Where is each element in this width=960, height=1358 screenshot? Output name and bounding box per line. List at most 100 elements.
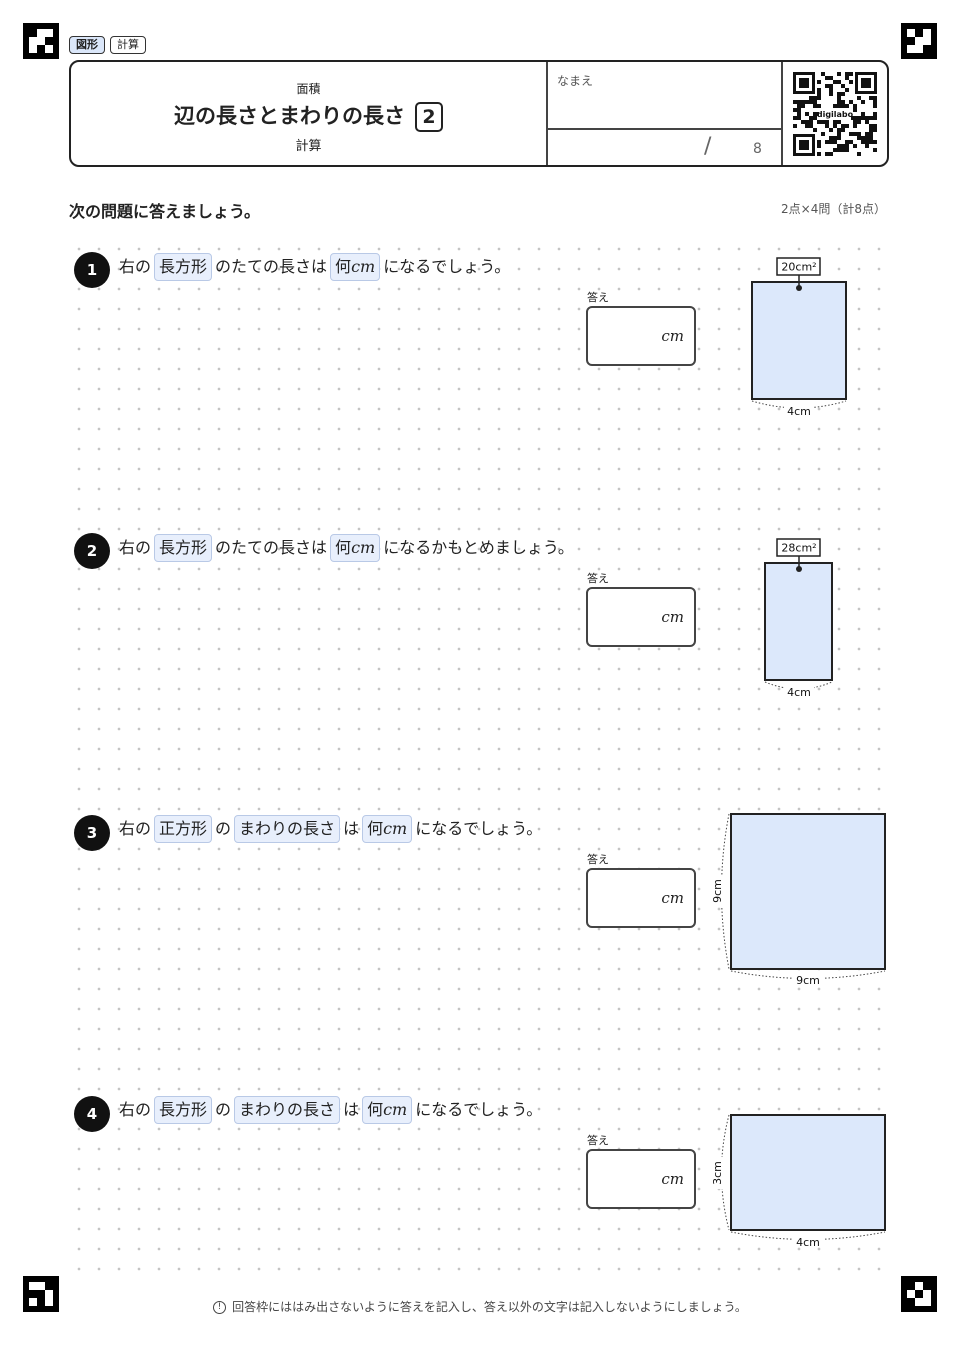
highlight-term: 長方形 (154, 1096, 213, 1124)
qr-module (873, 148, 877, 152)
qr-module (813, 100, 817, 104)
corner-marker-bottom-left (23, 1276, 59, 1312)
qr-module (829, 92, 833, 96)
qr-module (833, 80, 837, 84)
area-label: 28cm² (781, 542, 816, 555)
points-info: 2点×4問（計8点） (781, 202, 886, 216)
highlight-term: まわりの長さ (234, 815, 341, 843)
qr-module (825, 140, 829, 144)
qr-module (797, 104, 801, 108)
square-figure: 9cm 9cm (711, 813, 886, 987)
answer-box[interactable]: cm (586, 587, 696, 647)
qr-module (833, 120, 837, 124)
unit-text: cm (383, 1100, 408, 1119)
qr-module (849, 80, 853, 84)
qr-module (805, 124, 809, 128)
qr-module (797, 116, 801, 120)
qr-module (869, 128, 873, 132)
text: 右の (119, 819, 152, 838)
qr-module (837, 132, 841, 136)
qr-module (825, 120, 829, 124)
qr-module (837, 100, 841, 104)
text: になるでしょう。 (415, 1100, 543, 1119)
qr-module (821, 132, 825, 136)
tag-shape: 図形 (69, 36, 105, 54)
unit-text: cm (383, 819, 408, 838)
rectangle-shape (764, 562, 833, 681)
name-field[interactable] (547, 62, 780, 127)
question-number: 3 (74, 815, 110, 851)
score-slash: / (704, 134, 712, 159)
qr-module (849, 140, 853, 144)
qr-module (817, 120, 821, 124)
qr-module (865, 132, 869, 136)
bottom-length-label: 4cm (796, 1236, 820, 1249)
qr-module (853, 132, 857, 136)
qr-module (825, 84, 829, 88)
qr-module (825, 76, 829, 80)
qr-module (829, 140, 833, 144)
qr-module (853, 124, 857, 128)
qr-module (861, 140, 865, 144)
qr-module (873, 124, 877, 128)
footer-note: !回答枠にははみ出さないように答えを記入し、答え以外の文字は記入しないようにしま… (0, 1298, 960, 1315)
answer-box[interactable]: cm (586, 868, 696, 928)
qr-module (845, 76, 849, 80)
qr-module (837, 136, 841, 140)
qr-module (873, 100, 877, 104)
corner-marker-bottom-right (901, 1276, 937, 1312)
qr-module (845, 144, 849, 148)
qr-module (861, 112, 865, 116)
qr-module (845, 124, 849, 128)
qr-module (873, 96, 877, 100)
qr-module (809, 116, 813, 120)
qr-module (797, 100, 801, 104)
answer-label: 答え (587, 1134, 609, 1147)
text: のたての長さは (215, 538, 328, 557)
qr-module (817, 140, 821, 144)
instruction: 次の問題に答えましょう。 (69, 202, 261, 221)
highlight-term: 何cm (362, 1096, 413, 1124)
qr-module (817, 80, 821, 84)
qr-module (829, 88, 833, 92)
qr-module (841, 104, 845, 108)
name-field-label: なまえ (557, 74, 594, 88)
side-length-label: 9cm (711, 879, 724, 903)
qr-module (801, 104, 805, 108)
qr-module (873, 112, 877, 116)
qr-module (805, 120, 809, 124)
qr-module (797, 108, 801, 112)
qr-module (853, 104, 857, 108)
qr-module (857, 96, 861, 100)
qr-module (829, 84, 833, 88)
score-field[interactable] (547, 130, 697, 166)
qr-module (809, 120, 813, 124)
qr-module (857, 136, 861, 140)
answer-box[interactable]: cm (586, 306, 696, 366)
qr-module (873, 116, 877, 120)
answer-box[interactable]: cm (586, 1149, 696, 1209)
header-category: 計算 (295, 139, 322, 154)
answer-label: 答え (587, 291, 609, 304)
qr-module (841, 84, 845, 88)
qr-module (833, 124, 837, 128)
text: は (343, 1100, 360, 1119)
score-total: 8 (753, 141, 762, 157)
qr-module (857, 132, 861, 136)
qr-module (837, 92, 841, 96)
highlight-term: 何cm (330, 534, 381, 562)
qr-module (797, 112, 801, 116)
info-icon: ! (213, 1301, 227, 1314)
highlight-term: 何cm (362, 815, 413, 843)
text: 何 (367, 1100, 384, 1119)
qr-module (857, 116, 861, 120)
header-subtitle: 面積 (296, 82, 321, 96)
qr-module (793, 116, 797, 120)
qr-module (869, 136, 873, 140)
area-label: 20cm² (781, 261, 816, 274)
page-title-text: 辺の長さとまわりの長さ (174, 104, 405, 128)
qr-module (873, 104, 877, 108)
